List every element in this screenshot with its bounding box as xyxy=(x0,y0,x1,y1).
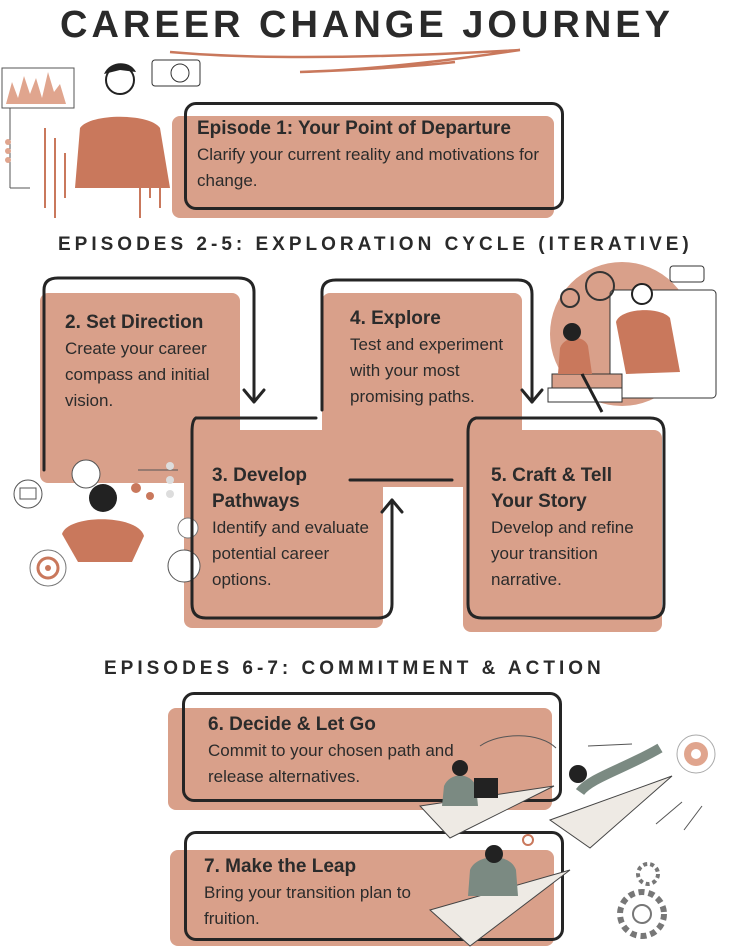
episode-7-title: 7. Make the Leap xyxy=(204,856,357,877)
episode-2-desc: Create your career compass and initial v… xyxy=(65,339,210,410)
episode-4-desc: Test and experiment with your most promi… xyxy=(350,335,504,406)
episode-1-card xyxy=(172,116,554,218)
episode-1-title: Episode 1: Your Point of Departure xyxy=(197,118,511,139)
commitment-section-title: EPISODES 6-7: COMMITMENT & ACTION xyxy=(104,658,605,679)
episode-6-frame xyxy=(182,692,562,802)
episode-4-title: 4. Explore xyxy=(350,308,441,329)
episode-1-frame xyxy=(184,102,564,210)
episode-2-title: 2. Set Direction xyxy=(65,312,204,333)
illustration-analyst-icon xyxy=(1,59,201,218)
episode-7-desc: Bring your transition plan to fruition. xyxy=(204,883,411,928)
episode-3-title: 3. Develop Pathways xyxy=(212,465,308,512)
swoosh-decoration xyxy=(169,48,521,74)
episode-5-desc: Develop and refine your transition narra… xyxy=(491,518,634,589)
page-title: CAREER CHANGE JOURNEY xyxy=(60,4,674,46)
illustration-paper-planes-icon xyxy=(418,734,716,947)
episode-5-title: 5. Craft & Tell Your Story xyxy=(491,465,613,512)
episode-5-card xyxy=(463,430,662,632)
illustration-options-icon xyxy=(13,459,201,587)
episode-7-frame xyxy=(184,831,564,941)
exploration-section-title: EPISODES 2-5: EXPLORATION CYCLE (ITERATI… xyxy=(58,234,693,255)
episode-6-desc: Commit to your chosen path and release a… xyxy=(208,741,454,786)
episode-6-title: 6. Decide & Let Go xyxy=(208,714,376,735)
episode-1-desc: Clarify your current reality and motivat… xyxy=(197,145,540,190)
episode-3-desc: Identify and evaluate potential career o… xyxy=(212,518,369,589)
episode-3-card xyxy=(184,430,383,628)
illustration-learning-icon xyxy=(547,262,717,413)
